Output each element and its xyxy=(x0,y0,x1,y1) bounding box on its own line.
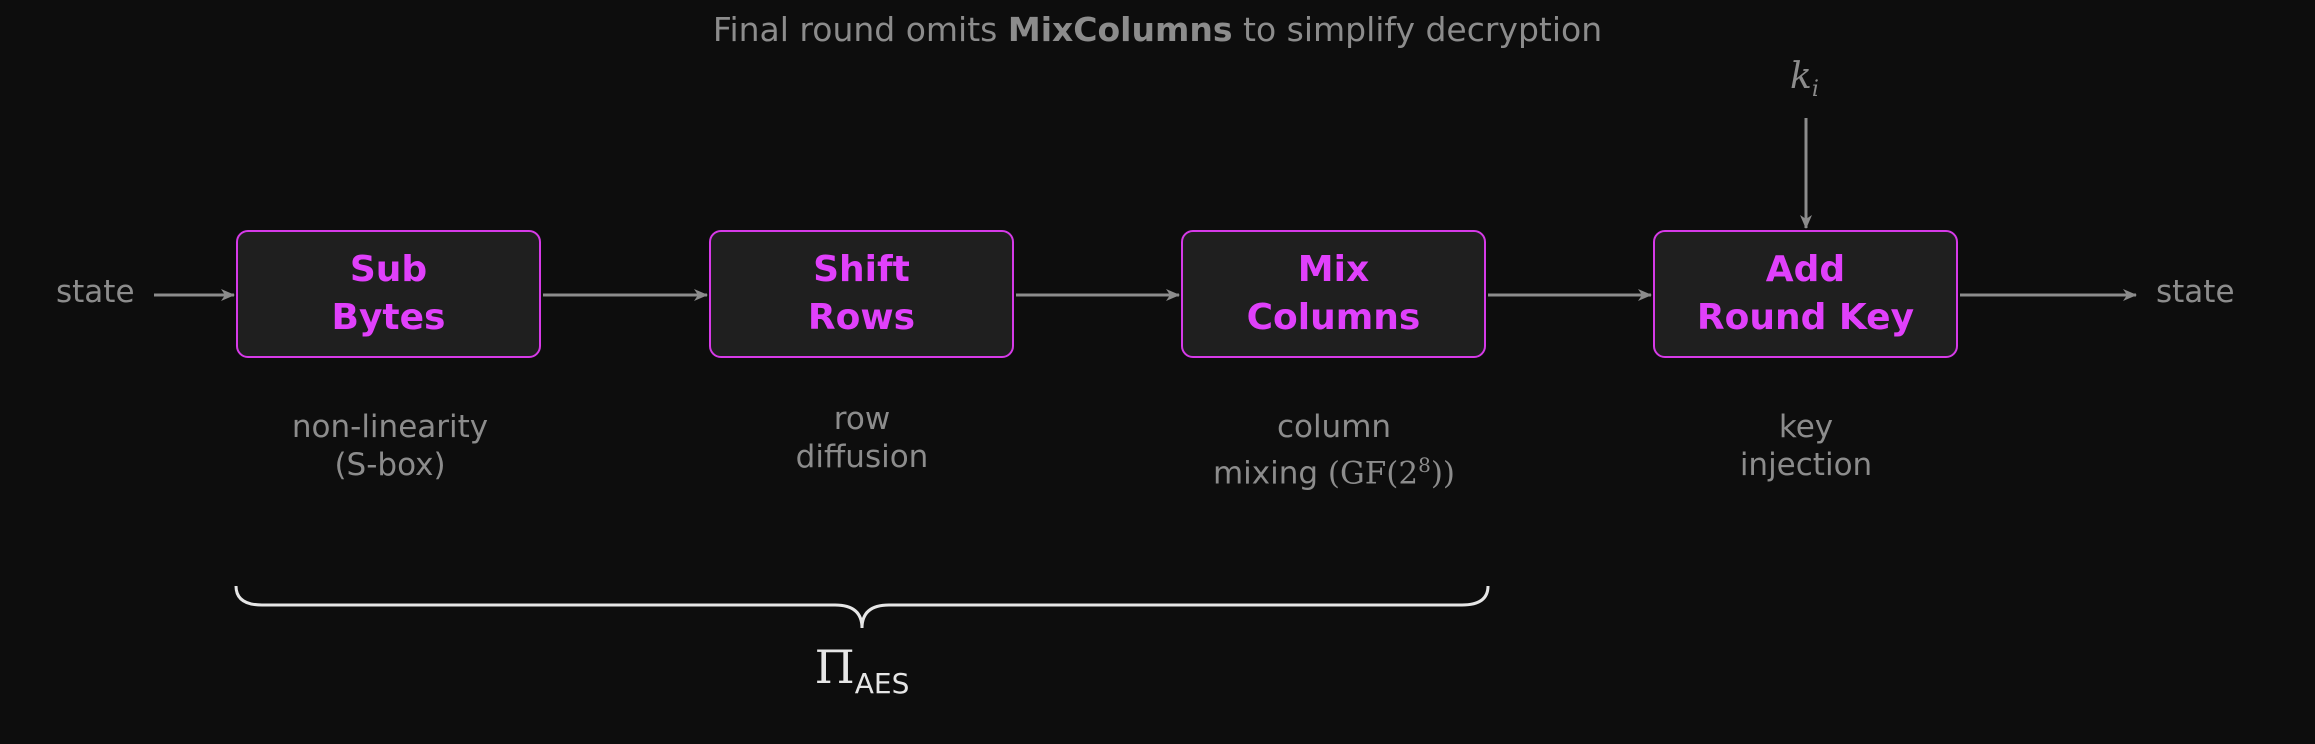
sub-bytes-description: non-linearity(S-box) xyxy=(291,409,489,483)
input-state-label: state xyxy=(56,274,135,310)
brace-label-pi-aes: ΠAES xyxy=(814,640,910,701)
round-key-label: ki xyxy=(1790,56,1819,103)
output-state-label: state xyxy=(2156,274,2235,310)
diagram-title: Final round omits MixColumns to simplify… xyxy=(712,10,1603,49)
brace xyxy=(234,585,1490,629)
